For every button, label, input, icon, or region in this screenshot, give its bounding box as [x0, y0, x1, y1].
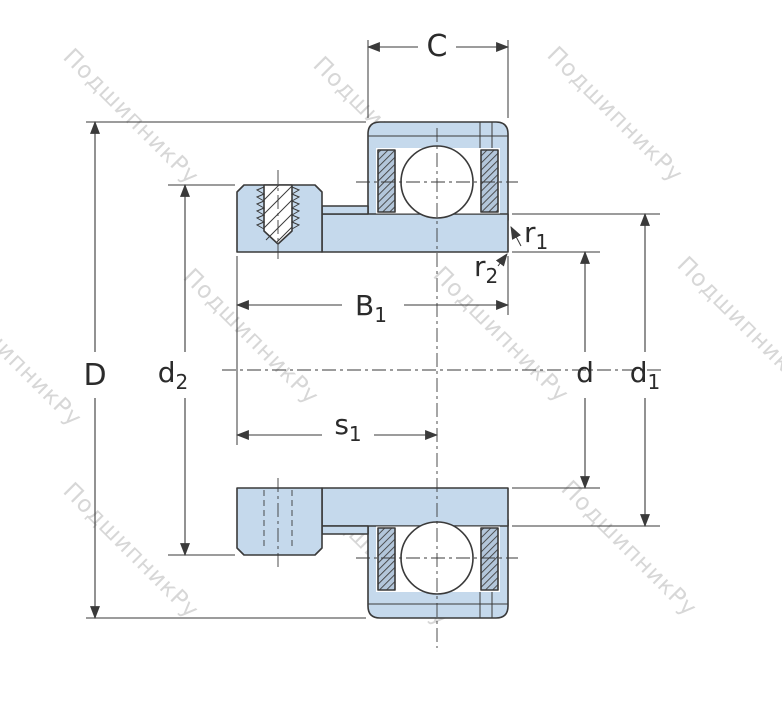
dim-label-d2: d2	[158, 356, 189, 394]
dimension-d: d	[512, 250, 600, 490]
watermark-text: ПодшипникРу	[672, 252, 782, 398]
inner-ring-top-section	[321, 213, 509, 253]
dimension-B1: B1	[235, 256, 510, 445]
raceway-assembly	[376, 145, 500, 595]
locking-collar-bottom-section	[236, 487, 323, 556]
dimension-d2: d2	[158, 183, 235, 557]
dimension-d1: d1	[512, 212, 661, 528]
inner-ring-bottom-section	[321, 487, 509, 527]
leader-r2	[495, 253, 508, 267]
ring-details	[368, 122, 508, 618]
dim-label-c: C	[427, 29, 448, 64]
watermark-text: ПодшипникРу	[0, 286, 87, 432]
seal-hatch-top-right	[480, 149, 499, 213]
flinger-step-top	[321, 205, 369, 215]
dim-label-d1: d1	[630, 356, 661, 394]
watermark-text: ПодшипникРу	[58, 478, 204, 624]
set-screw-hatch-line	[263, 184, 280, 201]
seal-hatch-top-left	[377, 149, 396, 213]
dimension-C: C	[366, 29, 510, 118]
set-screw-thread-right	[290, 186, 301, 230]
dim-label-s1: s1	[334, 408, 361, 446]
flinger-step-bottom	[321, 525, 369, 535]
set-screw-thread-left	[255, 186, 266, 230]
dim-label-D: D	[83, 358, 106, 393]
watermark-text: ПодшипникРу	[428, 262, 574, 408]
radius-callouts: r1 r2	[474, 216, 548, 288]
centerlines	[222, 128, 662, 648]
watermark-text: ПодшипникРу	[178, 264, 324, 410]
dim-label-r1: r1	[524, 216, 548, 254]
leader-r1	[510, 226, 522, 247]
watermark-text: ПодшипникРу	[542, 42, 688, 188]
watermark-text: ПодшипникРу	[58, 44, 204, 190]
set-screw-hatch-line	[265, 213, 293, 241]
seal-hatch-bottom-left	[377, 527, 396, 591]
seal-hatch-bottom-right	[480, 527, 499, 591]
dimension-s1: s1	[235, 408, 439, 446]
set-screw-hatch-line	[275, 226, 293, 244]
dim-label-b1: B1	[355, 289, 387, 327]
dim-label-r2: r2	[474, 250, 498, 288]
dim-label-d: d	[576, 356, 594, 389]
dimension-D: D	[83, 120, 366, 620]
watermark-text: ПодшипникРу	[556, 476, 702, 622]
